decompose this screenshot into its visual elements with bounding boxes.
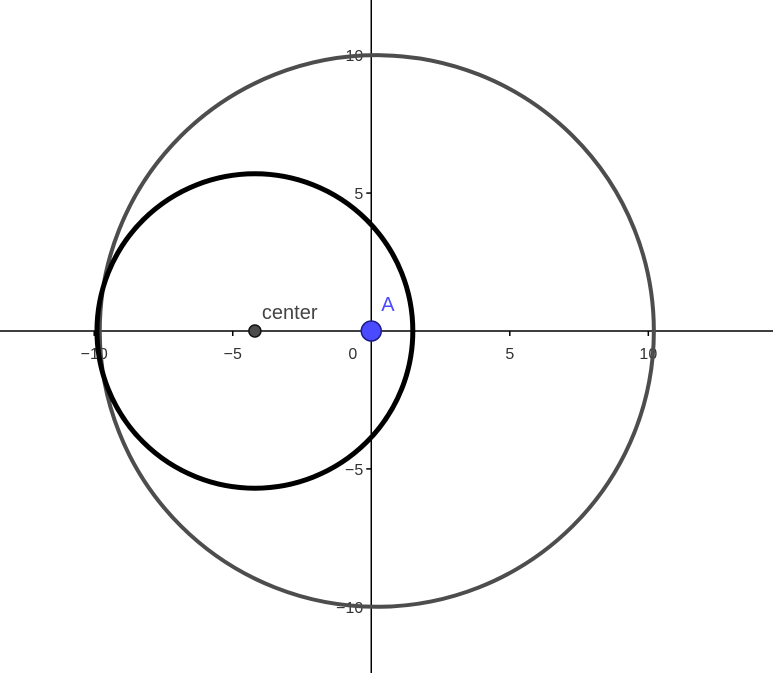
points: center A	[248, 294, 395, 342]
x-tick-label: 5	[505, 346, 514, 363]
point-a[interactable]	[360, 320, 383, 342]
center-point-label: center	[262, 302, 318, 324]
outer-circle[interactable]	[97, 53, 656, 609]
y-tick-label: −5	[345, 462, 363, 479]
x-tick-label: −5	[224, 346, 242, 363]
y-tick-label: −10	[336, 600, 363, 617]
circles	[94, 53, 656, 609]
origin-label: 0	[348, 346, 357, 363]
center-point[interactable]	[248, 324, 262, 338]
point-a-label: A	[381, 294, 395, 316]
inner-circle[interactable]	[94, 171, 416, 491]
x-tick-label: −10	[81, 346, 108, 363]
y-tick-label: 5	[354, 186, 363, 203]
